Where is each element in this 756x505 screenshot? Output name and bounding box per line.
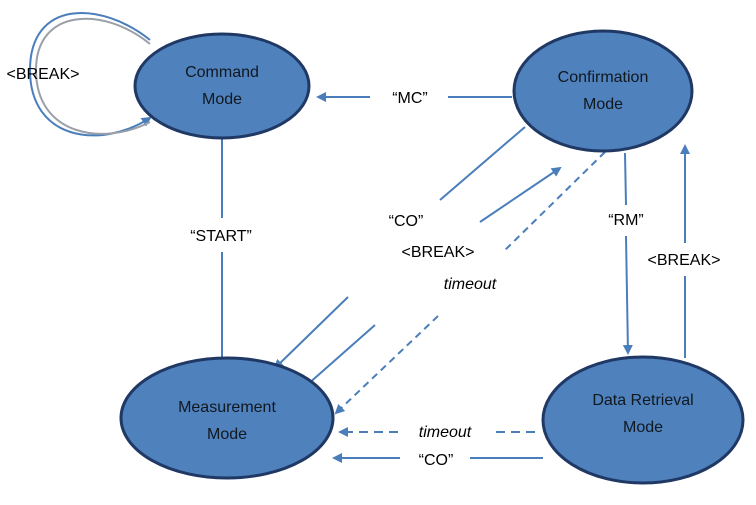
label-timeout-retrieval: timeout [419,424,472,441]
node-measurement-mode: Measurement Mode [119,356,335,480]
node-command-mode: Command Mode [133,32,311,140]
node-command-label-2: Mode [202,91,242,108]
label-start: “START” [190,228,252,245]
edge-self-loop-command-shadow [34,17,151,135]
edge-confirmation-to-measurement-top [439,126,526,201]
node-measurement-shape [119,356,335,480]
node-retrieval-label-2: Mode [623,419,663,436]
node-measurement-label-2: Mode [207,426,247,443]
label-break-self: <BREAK> [7,66,80,83]
node-confirmation-label-2: Mode [583,96,623,113]
node-retrieval-shape [541,355,745,485]
label-co-retrieval: “CO” [419,452,454,469]
label-break-retrieval: <BREAK> [648,252,721,269]
label-timeout-confirmation: timeout [444,276,497,293]
edge-confirmation-to-measurement-bottom [273,296,349,370]
node-confirmation-label-1: Confirmation [558,69,649,86]
edge-measurement-to-confirmation-bottom [306,324,376,386]
edge-confirmation-timeout-bottom [334,315,439,415]
edge-confirmation-timeout-top [502,151,606,253]
node-data-retrieval-mode: Data Retrieval Mode [541,355,745,485]
node-retrieval-label-1: Data Retrieval [592,392,693,409]
node-measurement-label-1: Measurement [178,399,276,416]
edge-self-loop-command [28,12,152,137]
label-co-confirmation: “CO” [389,213,424,230]
node-command-shape [133,32,311,140]
label-rm: “RM” [608,212,644,229]
edge-measurement-to-confirmation-top [479,166,562,223]
node-confirmation-mode: Confirmation Mode [512,29,694,153]
edge-confirmation-to-retrieval-top [624,152,627,206]
label-break-confirmation: <BREAK> [402,244,475,261]
node-command-label-1: Command [185,64,259,81]
node-confirmation-shape [512,29,694,153]
label-mc: “MC” [392,90,428,107]
edge-confirmation-to-retrieval-bottom [622,235,633,355]
